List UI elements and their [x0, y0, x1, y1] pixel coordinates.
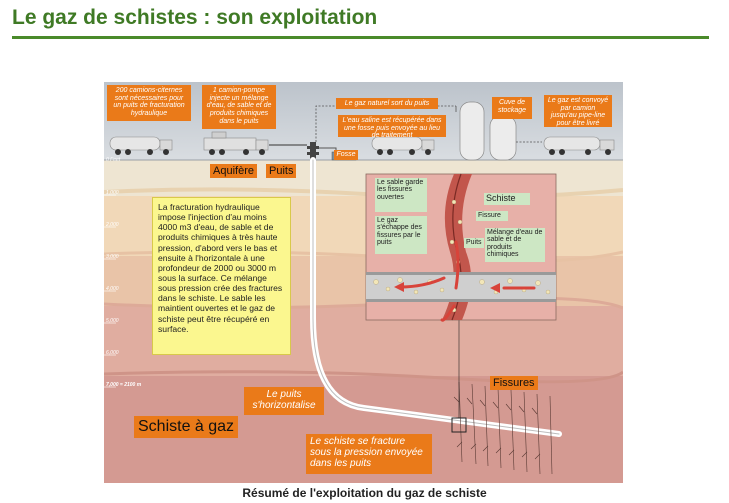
label-saline-water: L'eau saline est récupérée dans une foss… — [338, 115, 446, 139]
label-mixture: Mélange d'eau de sable et de produits ch… — [485, 228, 545, 262]
depth-tick: 6,000 — [106, 350, 119, 356]
depth-tick: 3,000 — [106, 254, 119, 260]
label-aquifere: Aquifère — [210, 164, 257, 179]
label-puits: Puits — [266, 164, 297, 179]
label-fissure: Fissure — [476, 211, 508, 221]
title-rule — [12, 36, 709, 39]
label-tanker-trucks: 200 camions-citernes sont nécessaires po… — [107, 85, 191, 121]
label-sand-keeps-open: Le sable garde les fissures ouvertes — [375, 178, 427, 212]
diagram-caption: Résumé de l'exploitation du gaz de schis… — [242, 486, 487, 500]
gas-truck — [543, 136, 615, 155]
page-title: Le gaz de schistes : son exploitation — [12, 6, 378, 29]
label-storage-tank: Cuve de stockage — [492, 97, 532, 119]
label-gas-escapes: Le gaz s'échappe des fissures par le pui… — [375, 216, 427, 254]
label-fosse: Fosse — [334, 150, 358, 160]
label-puits-inset: Puits — [464, 238, 484, 248]
brine-truck — [371, 136, 435, 155]
tanker-truck-1 — [109, 136, 173, 155]
depth-bottom: 7,000 = 2100 m — [106, 382, 142, 388]
label-fissures: Fissures — [490, 376, 538, 391]
label-schiste: Schiste — [484, 193, 530, 205]
label-pump-truck: 1 camion-pompe injecte un mélange d'eau,… — [202, 85, 276, 129]
depth-tick: 5,000 — [106, 318, 119, 324]
label-gas-out: Le gaz naturel sort du puits — [336, 98, 438, 109]
exploitation-diagram: 0 Feet 1,000 2,000 3,000 4,000 5,000 6,0… — [104, 82, 623, 483]
depth-tick: 4,000 — [106, 286, 119, 292]
label-well-horizontal: Le puits s'horizontalise — [244, 387, 324, 415]
label-shale-gas: Schiste à gaz — [134, 416, 239, 438]
depth-surface: 0 Feet — [106, 157, 121, 163]
fractures — [453, 381, 553, 475]
label-shale-fractures: Le schiste se fracture sous la pression … — [306, 434, 432, 474]
wellhead — [307, 142, 319, 160]
label-pipeline: Le gaz est convoyé par camion jusqu'au p… — [544, 95, 612, 127]
storage-tanks — [459, 101, 517, 161]
depth-tick: 2,000 — [106, 222, 119, 228]
fracturing-explanation: La fracturation hydraulique impose l'inj… — [152, 197, 291, 355]
pump-truck — [203, 131, 269, 155]
depth-tick: 1,000 — [106, 190, 119, 196]
